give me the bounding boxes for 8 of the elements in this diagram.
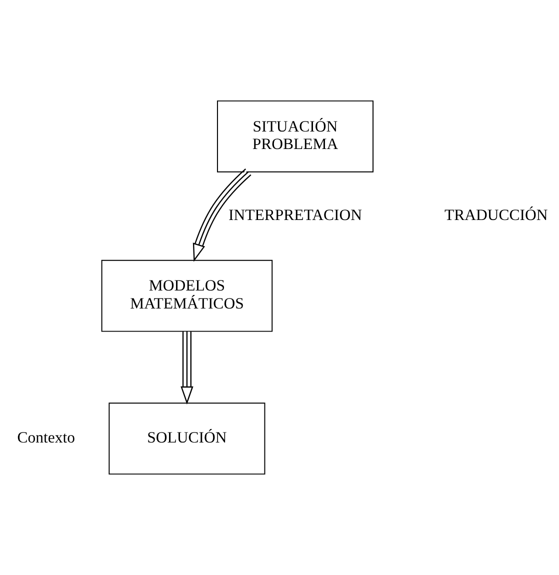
arrow [180,332,194,405]
label: Contexto [17,429,76,446]
node-box: MODELOS MATEMÁTICOS [101,260,273,332]
label: INTERPRETACION [228,206,362,224]
arrow [192,168,252,262]
node-box: SOLUCIÓN [108,402,266,475]
label: TRADUCCIÓN [444,206,548,224]
node-box: SITUACIÓN PROBLEMA [216,100,374,172]
